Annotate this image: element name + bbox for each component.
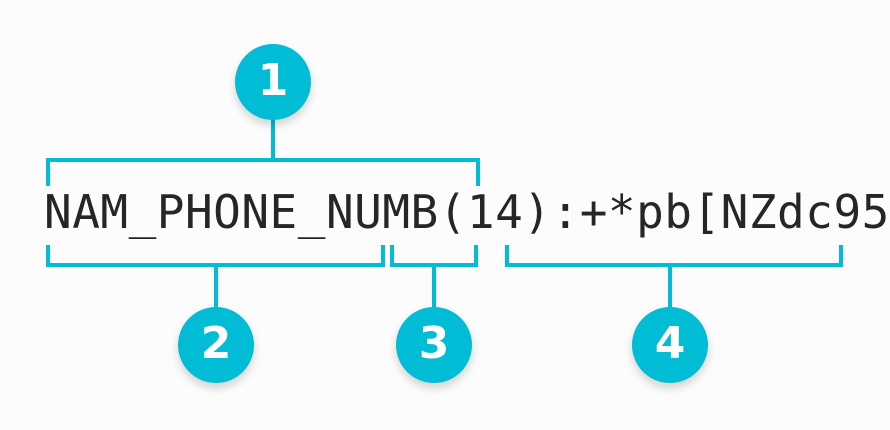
bracket-leg-left xyxy=(505,245,509,267)
bracket-rail xyxy=(46,263,385,267)
bracket-stem xyxy=(214,267,218,307)
code-string: NAM_PHONE_NUMB(14):+*pb[NZdc95tLB xyxy=(44,185,890,239)
bracket-segment-1 xyxy=(46,158,480,186)
bracket-stem xyxy=(432,267,436,307)
badge-1[interactable]: 1 xyxy=(235,44,311,120)
bracket-leg-left xyxy=(46,158,50,186)
bracket-leg-right xyxy=(474,245,478,267)
badge-2[interactable]: 2 xyxy=(178,307,254,383)
bracket-segment-2 xyxy=(46,245,385,307)
bracket-rail xyxy=(390,263,478,267)
bracket-leg-right xyxy=(839,245,843,267)
bracket-leg-left xyxy=(46,245,50,267)
badge-4[interactable]: 4 xyxy=(632,307,708,383)
bracket-leg-right xyxy=(476,158,480,186)
badge-connector-1 xyxy=(271,120,275,160)
bracket-leg-left xyxy=(390,245,394,267)
bracket-rail xyxy=(46,158,480,162)
connector-line xyxy=(271,120,275,160)
badge-3[interactable]: 3 xyxy=(396,307,472,383)
bracket-segment-4 xyxy=(505,245,843,307)
bracket-leg-right xyxy=(381,245,385,267)
bracket-rail xyxy=(505,263,843,267)
bracket-segment-3 xyxy=(390,245,478,307)
bracket-stem xyxy=(668,267,672,307)
